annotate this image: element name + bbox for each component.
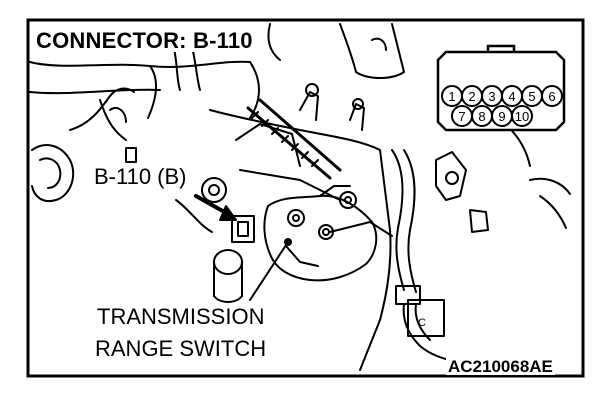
connector-b110-body bbox=[231, 215, 255, 243]
switch-leader-line bbox=[249, 241, 289, 301]
pin-label: 2 bbox=[468, 89, 475, 104]
pin-label: 8 bbox=[478, 109, 485, 124]
pin-label: 6 bbox=[548, 89, 555, 104]
pin-label: 7 bbox=[458, 109, 465, 124]
callout-arrow-head bbox=[219, 205, 237, 221]
engine-bay-line-art bbox=[29, 23, 571, 371]
pin-label: 3 bbox=[488, 89, 495, 104]
switch-bolt-upper-right bbox=[339, 191, 357, 209]
upper-duct-lower-line bbox=[29, 88, 161, 95]
pin-label: 4 bbox=[508, 89, 515, 104]
connector-title: CONNECTOR: B-110 bbox=[36, 28, 253, 53]
hose-clamp-mark: C bbox=[418, 317, 426, 329]
pin-label: 9 bbox=[498, 109, 505, 124]
figure-code: AC210068AE bbox=[446, 357, 555, 376]
pin-label: 1 bbox=[448, 89, 455, 104]
component-label-line1: TRANSMISSION bbox=[94, 306, 268, 328]
pin-label: 10 bbox=[515, 109, 529, 124]
transmission-housing-outline bbox=[209, 109, 392, 371]
callout-arrow-shaft bbox=[194, 194, 230, 216]
left-hose-loop bbox=[31, 144, 75, 202]
connector-lock-tab bbox=[486, 44, 516, 52]
pin-label: 5 bbox=[528, 89, 535, 104]
component-label-line2: RANGE SWITCH bbox=[92, 338, 270, 360]
hose-clamp-box bbox=[407, 299, 445, 337]
connector-pin-numbers: 1 2 3 4 5 6 7 8 9 10 bbox=[448, 89, 555, 124]
switch-bolt-upper-left bbox=[287, 209, 305, 227]
connector-face-inset: 1 2 3 4 5 6 7 8 9 10 bbox=[436, 44, 566, 132]
connector-pin-circles bbox=[441, 85, 563, 127]
sensor-round bbox=[201, 177, 227, 203]
connector-callout-label: B-110 (B) bbox=[92, 164, 189, 189]
